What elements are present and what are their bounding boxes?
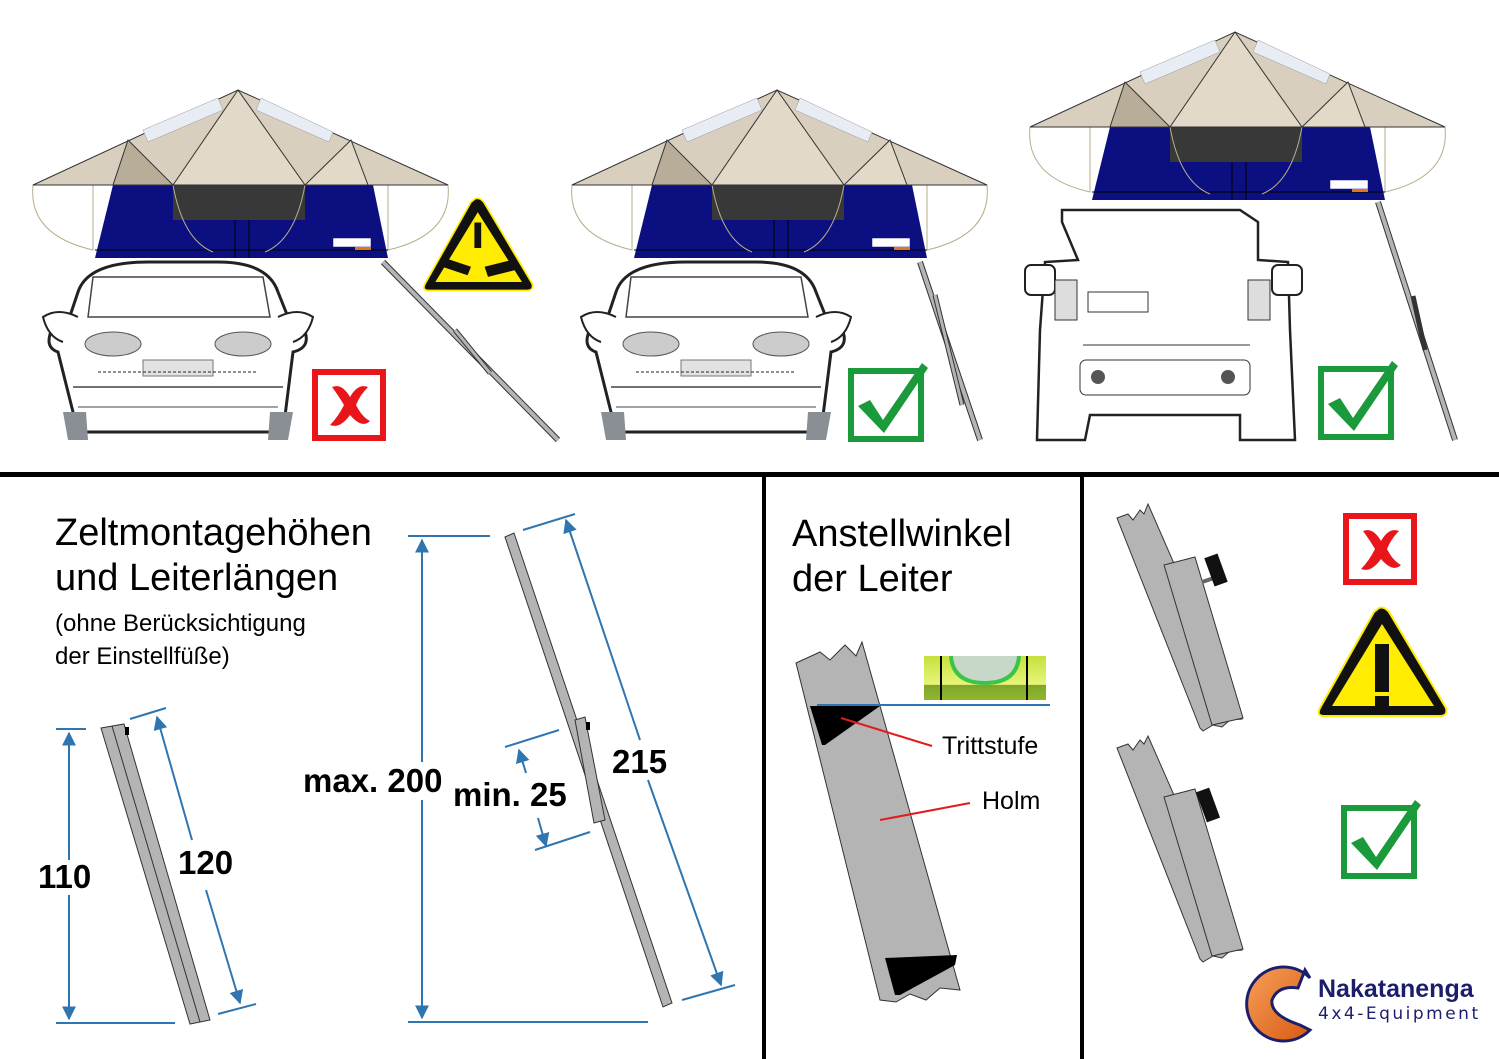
- red-x-icon: [315, 372, 383, 438]
- large-ladder-diagram: [408, 513, 736, 1023]
- ladder-angle-diagram: [795, 640, 1050, 1003]
- overlap-min-label: min. 25: [453, 776, 567, 813]
- ladder-lock-incorrect: [1116, 502, 1244, 732]
- small-ladder-length-label: 120: [178, 844, 234, 881]
- vertical-divider-1: [762, 477, 766, 1059]
- green-check-icon: [1321, 361, 1398, 437]
- large-ladder-length-label: 215: [612, 743, 668, 780]
- label-step: Trittstufe: [942, 732, 1039, 760]
- heights-subtitle-line2: der Einstellfüße): [55, 643, 230, 670]
- scene-1-incorrect: [32, 89, 561, 443]
- vertical-divider-2: [1080, 477, 1084, 1059]
- ladder-lock-correct: [1116, 734, 1244, 963]
- angle-title-line2: der Leiter: [792, 558, 953, 600]
- red-x-icon: [1346, 516, 1414, 582]
- heights-subtitle-line1: (ohne Berücksichtigung: [55, 610, 306, 637]
- spirit-level-icon: [924, 655, 1046, 700]
- brand-logo: Nakatanenga 4x4-Equipment: [1318, 975, 1481, 1024]
- scene-3-suv-correct: [1024, 31, 1458, 442]
- large-ladder-height-label: max. 200: [303, 762, 443, 799]
- brand-name: Nakatanenga: [1318, 975, 1474, 1003]
- angle-title-line1: Anstellwinkel: [792, 513, 1012, 555]
- heights-title-line1: Zeltmontagehöhen: [55, 512, 372, 554]
- horizontal-divider: [0, 472, 1499, 477]
- warning-icon: [1317, 606, 1448, 717]
- label-rail: Holm: [982, 787, 1041, 815]
- suv-vehicle: [1024, 208, 1303, 442]
- green-check-icon: [1344, 800, 1421, 876]
- green-check-icon: [851, 363, 928, 439]
- small-ladder-height-label: 110: [38, 858, 92, 895]
- brand-tagline: 4x4-Equipment: [1318, 1004, 1481, 1024]
- scene-2-correct: [571, 89, 988, 440]
- nakatanenga-logo-icon: [1245, 965, 1313, 1043]
- warning-ladder-break-icon: [423, 197, 534, 292]
- small-ladder-diagram: [56, 707, 257, 1025]
- heights-title-line2: und Leiterlängen: [55, 557, 339, 599]
